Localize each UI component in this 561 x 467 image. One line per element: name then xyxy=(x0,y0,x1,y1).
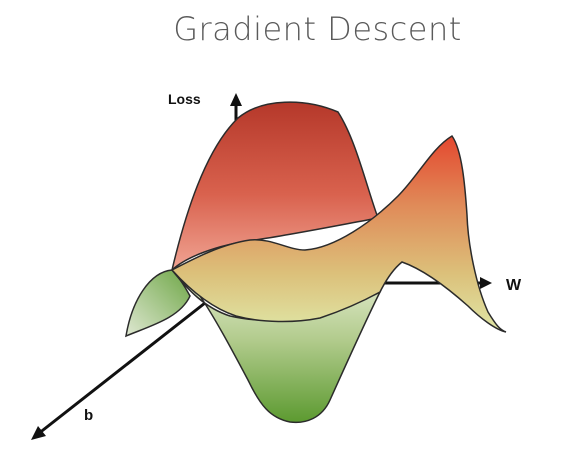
b-axis-line xyxy=(37,301,206,436)
front-orange-surface xyxy=(170,134,507,333)
w-axis-arrowhead xyxy=(480,277,492,289)
w-axis-label: W xyxy=(506,277,522,294)
loss-axis-label: Loss xyxy=(168,91,201,107)
b-axis-arrowhead xyxy=(31,426,46,440)
loss-axis-arrowhead xyxy=(230,93,242,106)
diagram-title: Gradient Descent xyxy=(173,10,462,48)
b-axis-label: b xyxy=(84,407,93,424)
